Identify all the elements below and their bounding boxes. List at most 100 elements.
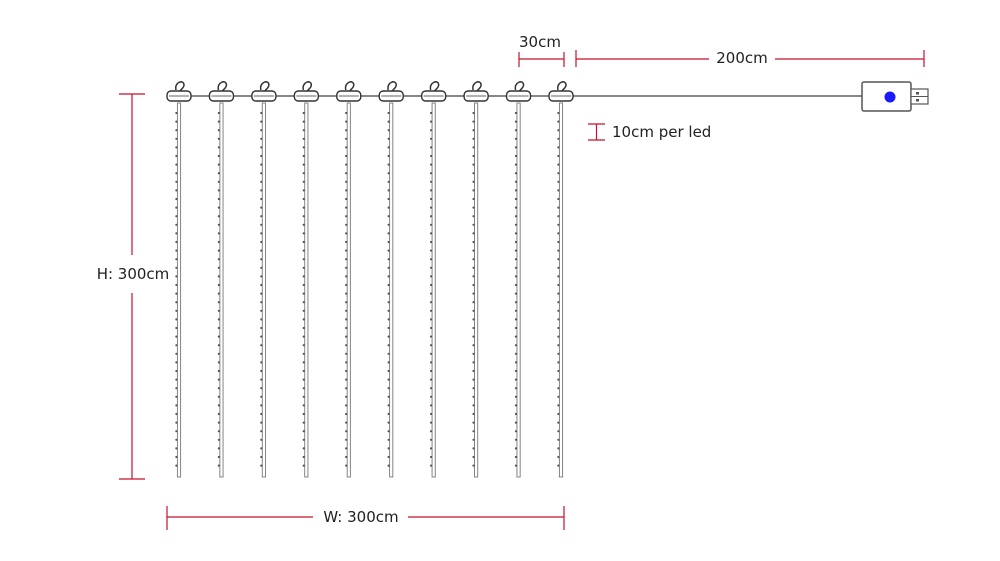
- led-dot: [217, 266, 220, 269]
- led-dot: [260, 464, 263, 467]
- led-dot: [514, 215, 518, 218]
- led-dot: [345, 309, 348, 312]
- led-pitch-label: 10cm per led: [612, 123, 711, 141]
- hook-icon: [251, 81, 277, 102]
- led-dot: [472, 378, 475, 381]
- led-dot: [429, 197, 433, 201]
- led-dot: [472, 464, 475, 467]
- led-dot: [387, 129, 390, 132]
- led-dot: [302, 197, 305, 201]
- led-dot: [302, 172, 305, 175]
- led-dot: [514, 180, 518, 183]
- led-dot: [472, 189, 475, 192]
- led-dot: [472, 223, 475, 226]
- cable-label: 200cm: [716, 49, 768, 67]
- led-dot: [260, 301, 263, 304]
- led-dot: [429, 266, 433, 269]
- led-dot: [387, 180, 390, 183]
- led-dot: [429, 223, 433, 226]
- led-dot: [472, 412, 475, 416]
- led-dot: [345, 129, 348, 132]
- led-dot: [345, 137, 348, 140]
- led-dot: [260, 206, 263, 209]
- led-dot: [387, 266, 390, 269]
- led-dot: [387, 146, 390, 149]
- led-dot: [175, 120, 178, 123]
- led-dot: [175, 197, 178, 201]
- led-dot: [260, 438, 263, 441]
- led-dot: [557, 438, 560, 441]
- led-dot: [260, 197, 263, 201]
- led-dot: [472, 111, 475, 115]
- led-dot: [514, 189, 518, 192]
- led-dot: [217, 163, 220, 166]
- led-dot: [514, 430, 518, 433]
- led-dot: [345, 344, 348, 347]
- led-dot: [387, 395, 390, 398]
- led-dot: [557, 163, 560, 166]
- led-dot: [302, 275, 305, 278]
- led-dot: [557, 404, 560, 407]
- led-dot: [345, 387, 348, 390]
- led-dot: [302, 430, 305, 433]
- led-dot: [387, 412, 390, 416]
- led-dot: [260, 249, 263, 252]
- hook-icon: [293, 81, 320, 102]
- led-dot: [175, 387, 178, 390]
- led-dot: [175, 266, 178, 269]
- led-dot: [472, 129, 475, 132]
- led-dot: [217, 180, 220, 183]
- led-dot: [302, 344, 305, 347]
- led-dot: [429, 464, 433, 467]
- led-dot: [429, 258, 433, 261]
- led-dot: [557, 318, 560, 321]
- led-dot: [175, 283, 178, 287]
- led-dot: [557, 223, 560, 226]
- led-dot: [345, 455, 348, 459]
- led-dot: [429, 172, 433, 175]
- led-dot: [175, 455, 178, 459]
- led-dot: [429, 309, 433, 312]
- hook-icon: [208, 81, 235, 102]
- led-dot: [345, 447, 348, 450]
- led-dot: [302, 292, 305, 295]
- led-dot: [345, 206, 348, 209]
- led-dot: [557, 189, 560, 192]
- led-dot: [302, 258, 305, 261]
- led-dot: [429, 180, 433, 183]
- led-dot: [175, 344, 178, 347]
- led-dot: [175, 395, 178, 398]
- led-dot: [217, 326, 220, 330]
- led-dot: [302, 283, 305, 287]
- led-dot: [429, 232, 433, 235]
- led-dot: [387, 197, 390, 201]
- led-dot: [175, 163, 178, 166]
- led-dot: [387, 189, 390, 192]
- led-dot: [217, 318, 220, 321]
- led-dot: [429, 421, 433, 424]
- led-dot: [217, 430, 220, 433]
- led-dot: [387, 163, 390, 166]
- led-dot: [557, 197, 560, 201]
- led-dot: [260, 309, 263, 312]
- led-strand: [208, 81, 235, 478]
- led-dot: [472, 309, 475, 312]
- led-dot: [217, 206, 220, 209]
- controller-button-icon: [884, 91, 896, 103]
- led-dot: [260, 421, 263, 424]
- led-dot: [260, 395, 263, 398]
- led-dot: [302, 249, 305, 252]
- led-dot: [302, 266, 305, 269]
- led-dot: [175, 412, 178, 416]
- led-dot: [472, 395, 475, 398]
- led-dot: [557, 232, 560, 235]
- led-dot: [557, 464, 560, 467]
- led-dot: [260, 180, 263, 183]
- led-pitch-dimension: [588, 123, 605, 141]
- led-dot: [472, 120, 475, 123]
- led-dot: [387, 378, 390, 381]
- led-dot: [472, 301, 475, 304]
- led-dot: [345, 438, 348, 441]
- led-dot: [175, 206, 178, 209]
- led-dot: [429, 154, 433, 158]
